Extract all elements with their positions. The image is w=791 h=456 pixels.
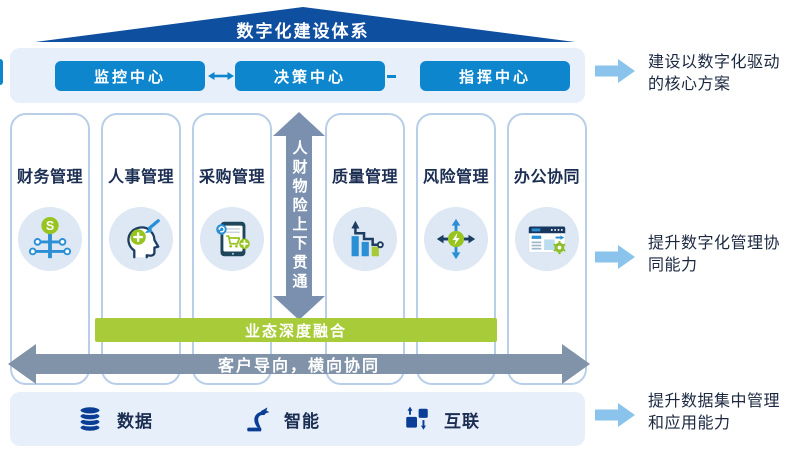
clipped-shape [0,59,3,85]
finance-icon: S [18,207,82,271]
horizontal-flow-arrow: 客户导向，横向协同 [8,344,590,384]
centers-band: 监控中心 决策中心 指挥中心 [10,48,585,103]
diagram-title: 数字化建设体系 [236,22,370,41]
procurement-icon [200,207,264,271]
annotation-collaboration: 提升数字化管理协 同能力 [648,235,781,274]
column-office: 办公协同 [507,113,587,385]
command-center-button: 指挥中心 [420,61,570,91]
annotation-arrow-icon [595,403,635,427]
annotation-arrow-icon [595,245,635,269]
annotation-core-solution: 建设以数字化驱动 的核心方案 [648,54,781,93]
robot-arm-icon [247,407,270,432]
foundation-band: 数据 智能 [10,392,585,446]
svg-text:S: S [46,219,54,233]
double-arrow-icon [208,72,234,80]
vertical-flow-arrow: 人财物险上下贯通 [273,112,325,320]
office-icon [515,207,579,271]
column-label: 人事管理 [107,169,174,186]
column-label: 风险管理 [422,169,489,186]
foundation-label: 数据 [117,411,153,431]
column-label: 质量管理 [331,169,398,186]
foundation-item-intelligence: 智能 [243,404,320,434]
column-label: 办公协同 [513,169,580,186]
fusion-bar: 业态深度融合 [95,318,497,342]
column-label: 财务管理 [16,169,83,186]
horizontal-arrow-label: 客户导向，横向协同 [217,358,380,375]
database-icon [79,405,101,433]
column-finance: 财务管理 S [10,113,90,385]
hr-icon [109,207,173,271]
interconnect-icon [406,406,428,430]
connector-dash [387,75,396,78]
foundation-item-data: 数据 [76,404,153,434]
annotation-data-capability: 提升数据集中管理 和应用能力 [648,393,781,432]
monitoring-center-button: 监控中心 [55,61,205,91]
decision-center-button: 决策中心 [235,61,385,91]
quality-icon [333,207,397,271]
vertical-arrow-label: 人财物险上下贯通 [290,140,308,292]
risk-icon [424,207,488,271]
foundation-item-interconnect: 互联 [403,404,480,434]
foundation-label: 智能 [284,411,320,431]
column-label: 采购管理 [198,169,265,186]
roof-triangle [35,7,575,42]
annotation-arrow-icon [595,59,635,83]
foundation-label: 互联 [444,411,480,431]
